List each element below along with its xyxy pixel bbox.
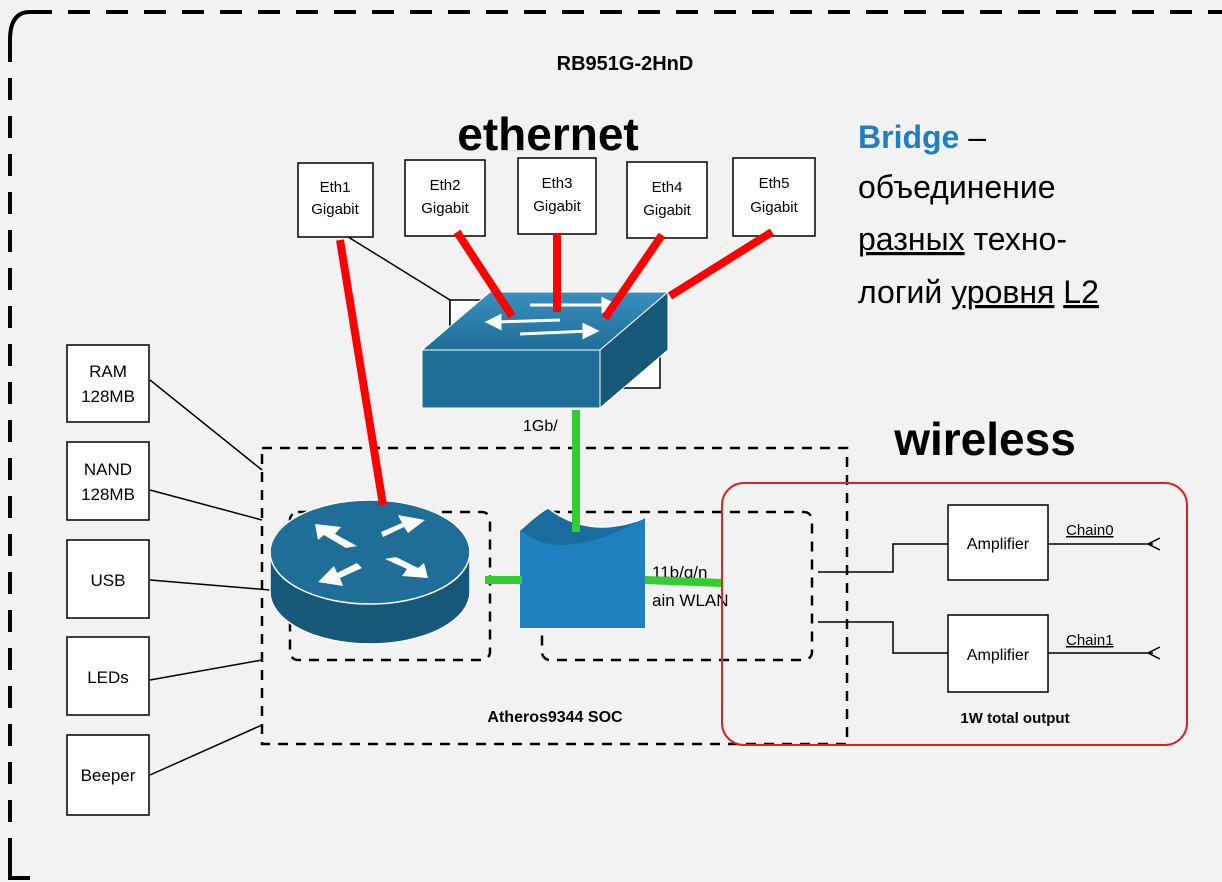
component-line2: 128MB [81, 485, 135, 504]
components: RAM 128MB NAND 128MB USB LEDs Beeper [66, 344, 150, 816]
soc-boundary [260, 446, 849, 746]
port-name: Eth4 [652, 179, 683, 196]
component-leds: LEDs [66, 636, 150, 716]
amplifier-label: Amplifier [967, 647, 1030, 664]
port-eth4: Eth4 Gigabit [626, 161, 708, 239]
port-speed: Gigabit [750, 199, 798, 216]
port-eth1: Eth1 Gigabit [297, 162, 374, 238]
port-speed: Gigabit [533, 198, 581, 215]
access-point-icon [519, 507, 646, 629]
bridge-note-line2: объединение [858, 169, 1056, 205]
soc-label: Atheros9344 SOC [487, 709, 623, 726]
chain-label: Chain1 [1066, 632, 1114, 649]
ethernet-ports: Eth1 Gigabit Eth2 Gigabit Eth3 Gigabit E… [297, 157, 816, 239]
wlan-line2: ain WLAN [652, 591, 729, 610]
component-usb: USB [66, 539, 150, 619]
port-eth3: Eth3 Gigabit [517, 157, 597, 235]
bridge-line4-sp [1054, 274, 1063, 310]
component-line1: RAM [89, 362, 127, 381]
bridge-underlined-1: разных [858, 221, 965, 257]
port-name: Eth2 [430, 177, 461, 194]
switch-icon [420, 290, 670, 410]
diagram-title: RB951G-2HnD [557, 53, 694, 75]
internal-links [485, 410, 723, 587]
component-line1: USB [91, 571, 126, 590]
port-name: Eth5 [759, 175, 790, 192]
bridge-note-line1: Bridge – [858, 119, 986, 155]
bridge-word: Bridge [858, 119, 959, 155]
port-speed: Gigabit [643, 202, 691, 219]
component-beeper: Beeper [66, 734, 150, 816]
bridge-underlined-3: L2 [1063, 274, 1099, 310]
wireless-frame [721, 482, 1188, 746]
component-line2: 128MB [81, 387, 135, 406]
port-name: Eth3 [542, 175, 573, 192]
port-speed: Gigabit [311, 201, 359, 218]
ethernet-label: ethernet [457, 108, 638, 160]
router-icon [269, 499, 471, 645]
bridge-dash: – [959, 119, 986, 155]
component-nand: NAND 128MB [66, 441, 150, 521]
bridge-line3-rest: техно- [965, 221, 1067, 257]
chain-label: Chain0 [1066, 522, 1114, 539]
uplink-speed-label: 1Gb/ [523, 418, 558, 435]
amplifier-label: Amplifier [967, 536, 1030, 553]
component-line1: NAND [84, 460, 132, 479]
bridge-line4-a: логий [858, 274, 951, 310]
port-speed: Gigabit [421, 200, 469, 217]
component-line1: LEDs [87, 668, 129, 687]
slide-frame-corner-bottom [8, 860, 30, 880]
amplifier-0: Amplifier Chain0 [947, 504, 1114, 581]
amplifier-1: Amplifier Chain1 [947, 614, 1114, 693]
antenna-icons [1146, 537, 1161, 660]
bridge-note-line3: разных техно- [858, 221, 1067, 257]
bridge-note-line4: логий уровня L2 [858, 274, 1099, 310]
port-eth2: Eth2 Gigabit [404, 159, 486, 237]
component-ram: RAM 128MB [66, 344, 150, 423]
bridge-underlined-2: уровня [951, 274, 1054, 310]
port-name: Eth1 [320, 179, 351, 196]
ethernet-links [336, 228, 775, 506]
thin-connectors [149, 234, 1153, 776]
output-label: 1W total output [960, 710, 1069, 727]
component-line1: Beeper [81, 766, 136, 785]
slide-frame-corner [8, 10, 31, 41]
wireless-label: wireless [893, 413, 1076, 465]
port-eth5: Eth5 Gigabit [732, 157, 816, 237]
